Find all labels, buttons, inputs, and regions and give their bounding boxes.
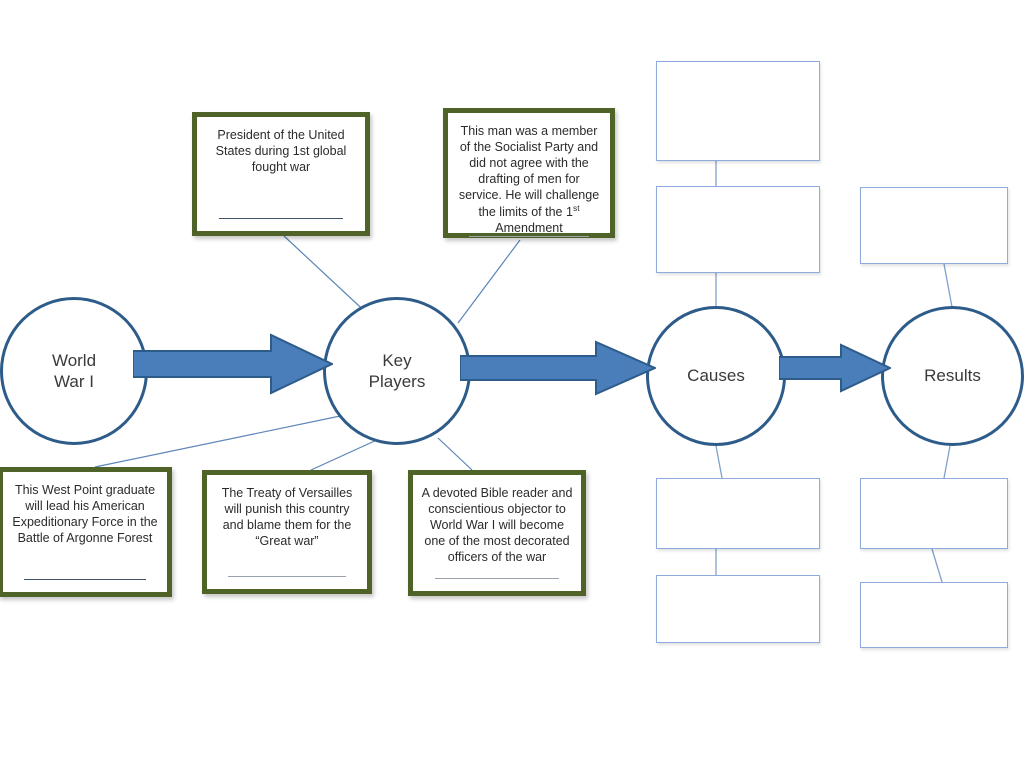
node-causes[interactable]: Causes [646, 306, 786, 446]
arrow-key-to-causes [460, 340, 656, 396]
connector-key-to-socialist [457, 239, 521, 324]
connector-causes-to-causesbox3 [715, 445, 723, 479]
note-text-socialist-part1: This man was a member of the Socialist P… [458, 124, 600, 220]
connector-results-to-resultsbox2 [943, 445, 951, 479]
node-key-players[interactable]: Key Players [323, 297, 471, 445]
note-card-treaty[interactable]: The Treaty of Versailles will punish thi… [202, 470, 372, 594]
note-blank-line-treaty[interactable] [227, 576, 347, 577]
blank-box-causes-3[interactable] [656, 478, 820, 549]
blank-box-causes-1[interactable] [656, 61, 820, 161]
note-blank-line-socialist[interactable] [469, 236, 589, 238]
note-text-treaty: The Treaty of Versailles will punish thi… [221, 486, 353, 548]
connector-key-to-treaty [310, 438, 380, 471]
connector-key-to-president [283, 235, 373, 319]
note-text-socialist-superscript: st [572, 203, 580, 213]
node-results[interactable]: Results [881, 306, 1024, 446]
connector-resultsbox1-to-results [943, 263, 953, 308]
connector-key-to-westpoint [94, 414, 346, 468]
blank-box-causes-2[interactable] [656, 186, 820, 273]
note-blank-line-president[interactable] [218, 218, 344, 219]
node-world-war-i[interactable]: World War I [0, 297, 148, 445]
note-card-socialist[interactable]: This man was a member of the Socialist P… [443, 108, 615, 238]
connector-resultsbox2-to-resultsbox3 [931, 548, 943, 583]
blank-box-causes-4[interactable] [656, 575, 820, 643]
note-blank-line-westpoint[interactable] [24, 579, 146, 580]
note-text-president: President of the United States during 1s… [215, 128, 347, 174]
arrow-ww1-to-key [133, 333, 333, 395]
blank-box-results-2[interactable] [860, 478, 1008, 549]
note-text-socialist-part2: Amendment [495, 221, 563, 236]
note-card-bible[interactable]: A devoted Bible reader and conscientious… [408, 470, 586, 596]
blank-box-results-3[interactable] [860, 582, 1008, 648]
arrow-causes-to-results [779, 343, 891, 393]
connector-key-to-bible [437, 437, 473, 471]
note-card-president[interactable]: President of the United States during 1s… [192, 112, 370, 236]
note-text-bible: A devoted Bible reader and conscientious… [421, 486, 573, 564]
note-text-socialist: This man was a member of the Socialist P… [456, 123, 602, 236]
note-card-westpoint[interactable]: This West Point graduate will lead his A… [0, 467, 172, 597]
note-blank-line-bible[interactable] [434, 578, 560, 579]
note-text-westpoint: This West Point graduate will lead his A… [12, 483, 158, 545]
blank-box-results-1[interactable] [860, 187, 1008, 264]
